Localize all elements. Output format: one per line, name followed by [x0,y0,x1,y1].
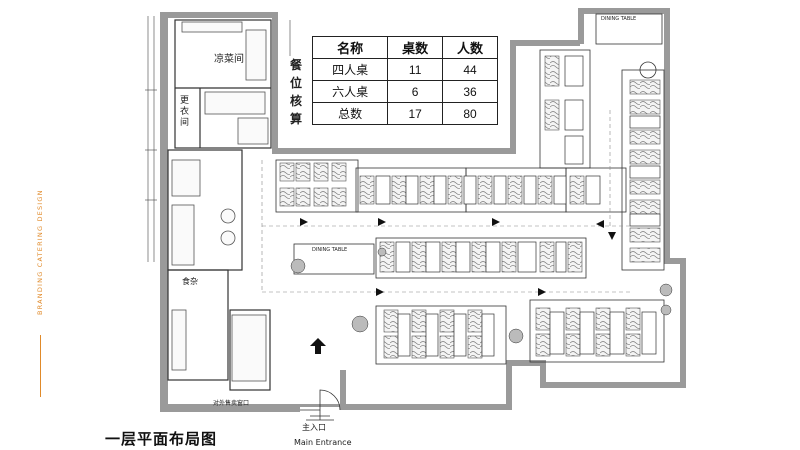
header-people: 人数 [442,36,498,59]
table-header-row: 名称 桌数 人数 [311,36,498,59]
seat-calc-vertical-title: 餐 位 核 算 [290,56,304,128]
cell-name: 四人桌 [311,58,389,81]
cell-tables: 6 [387,80,444,103]
main-entrance-cn: 主入口 [302,423,326,432]
cell-tables: 17 [387,102,444,125]
vtitle-char: 位 [290,76,303,90]
table-row: 六人桌 6 36 [311,80,498,103]
main-entrance-en: Main Entrance [294,438,352,447]
cell-people: 44 [442,58,498,81]
cell-tables: 11 [387,58,444,81]
room-cold-dish: 凉菜间 [214,54,244,65]
outer-walls [160,8,686,412]
cell-name: 六人桌 [311,80,389,103]
accent-rule [40,335,41,397]
header-tables: 桌数 [387,36,444,59]
table-row: 四人桌 11 44 [311,58,498,81]
cell-people: 36 [442,80,498,103]
kitchen-walls [167,19,272,391]
booth-row-middle [293,237,587,279]
page-title: 一层平面布局图 [105,430,218,448]
room-locker: 更衣间 [180,96,190,128]
vtitle-char: 餐 [290,58,303,72]
room-storage: 食杂 [182,277,198,286]
flow-arrows [300,218,616,354]
table-row: 总数 17 80 [311,102,498,125]
dining-table-label-mid: DINING TABLE [312,247,348,253]
booth-row-bottom [375,299,665,365]
vtitle-char: 算 [290,112,303,126]
seat-calc-table: 名称 桌数 人数 四人桌 11 44 六人桌 6 36 总数 17 80 [311,36,498,125]
main-entrance [300,389,341,421]
cell-name: 总数 [311,102,389,125]
header-name: 名称 [311,36,389,59]
vtitle-char: 核 [290,94,303,108]
room-service-window: 对外售卖窗口 [213,400,250,407]
left-margin [20,0,22,450]
plants [290,247,673,344]
cell-people: 80 [442,102,498,125]
dining-table-label-top: DINING TABLE [601,16,637,22]
booth-column-right [544,55,661,263]
